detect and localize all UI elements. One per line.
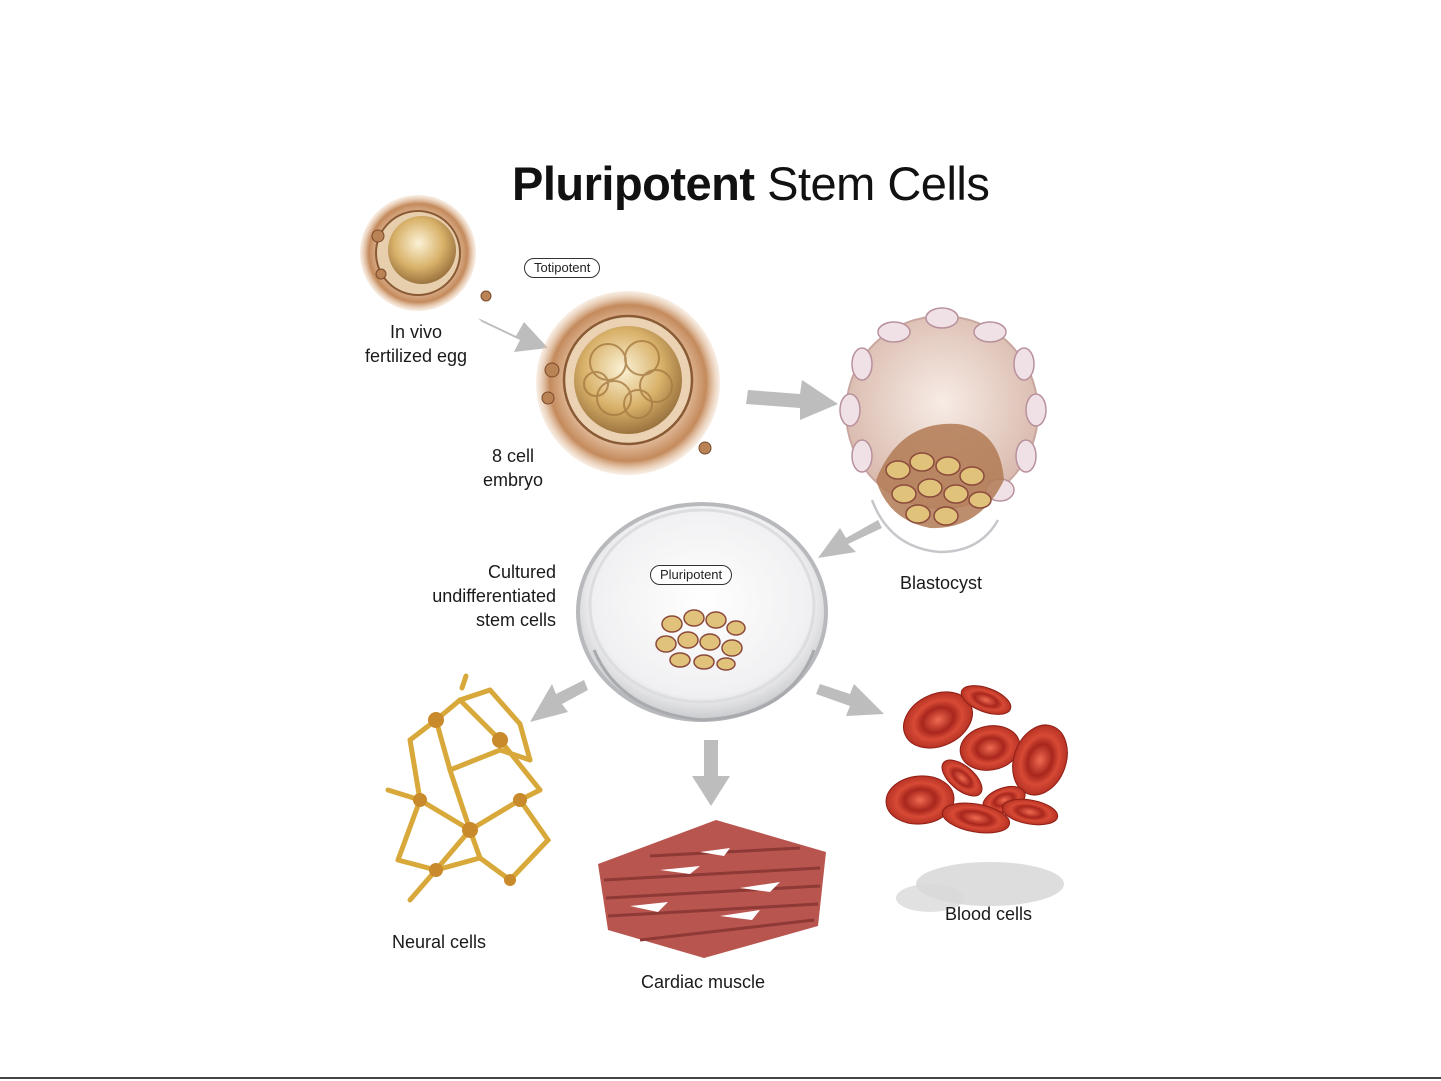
pluripotent-badge: Pluripotent [650, 565, 732, 585]
title-bold: Pluripotent [512, 157, 755, 210]
cultured-label-line-1: Cultured [396, 560, 556, 584]
totipotent-badge: Totipotent [524, 258, 600, 278]
cardiac-muscle-illustration [598, 820, 826, 958]
neural-cells-illustration [388, 676, 548, 900]
embryo-label-line-1: 8 cell [466, 444, 560, 468]
neural-cells-label: Neural cells [392, 930, 486, 954]
bottom-divider [0, 1077, 1441, 1079]
cardiac-muscle-label: Cardiac muscle [641, 970, 765, 994]
egg-label: In vivo fertilized egg [352, 320, 480, 368]
page-title: Pluripotent Stem Cells [512, 156, 989, 212]
blood-cells-illustration [884, 680, 1077, 912]
arrow-embryo-to-blastocyst [746, 380, 838, 420]
arrow-dish-to-neural [530, 680, 588, 722]
arrow-dish-to-cardiac [692, 740, 730, 806]
petri-dish-illustration [578, 504, 826, 720]
embryo-label-line-2: embryo [466, 468, 560, 492]
egg-label-line-1: In vivo [352, 320, 480, 344]
cultured-label: Cultured undifferentiated stem cells [396, 560, 556, 632]
blastocyst-illustration [840, 308, 1046, 552]
blood-cells-label: Blood cells [945, 902, 1032, 926]
blastocyst-label: Blastocyst [900, 571, 982, 595]
embryo-label: 8 cell embryo [466, 444, 560, 492]
eight-cell-embryo-illustration [536, 291, 720, 475]
arrow-egg-to-embryo [478, 318, 548, 352]
arrow-dish-to-blood [816, 684, 884, 716]
fertilized-egg-illustration [360, 195, 491, 311]
arrow-blastocyst-to-dish [818, 520, 882, 558]
egg-label-line-2: fertilized egg [352, 344, 480, 368]
title-regular: Stem Cells [767, 157, 989, 210]
cultured-label-line-2: undifferentiated [396, 584, 556, 608]
cultured-label-line-3: stem cells [396, 608, 556, 632]
